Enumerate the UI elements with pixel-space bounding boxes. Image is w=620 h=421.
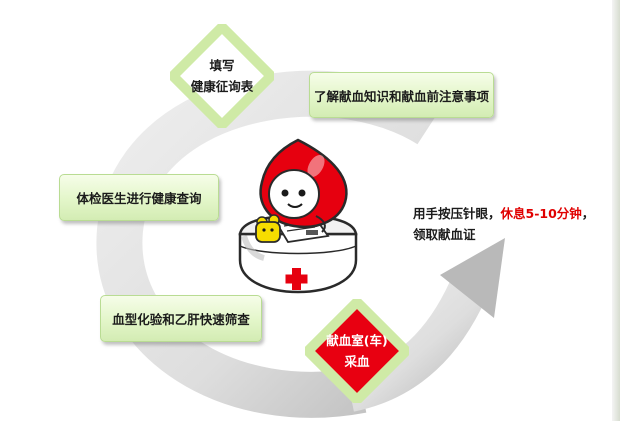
- right-edge-border: [612, 0, 620, 421]
- step-blood-test-label: 血型化验和乙肝快速筛查: [112, 312, 250, 327]
- step-collection: 献血室(车) 采血: [305, 299, 409, 403]
- final-note-part1: 用手按压针眼，: [413, 206, 501, 221]
- step-fill-form-line1: 填写: [209, 58, 235, 73]
- diamond-frame: [170, 24, 274, 128]
- final-note-part3: ，: [581, 206, 595, 221]
- step-exam-label: 体检医生进行健康查询: [76, 191, 202, 206]
- red-cross-icon: [285, 268, 308, 290]
- step-learn: 了解献血知识和献血前注意事项: [309, 72, 494, 118]
- step-learn-label: 了解献血知识和献血前注意事项: [313, 88, 489, 104]
- final-note-line2: 领取献血证: [413, 227, 476, 242]
- step-fill-form-line2: 健康征询表: [190, 79, 254, 94]
- step-collection-line1: 献血室(车): [326, 333, 388, 348]
- step-fill-form: 填写 健康征询表: [170, 24, 274, 128]
- step-collection-line2: 采血: [344, 354, 370, 369]
- blood-drop-mascot-icon: [238, 138, 358, 294]
- step-final-note: 用手按压针眼，休息5-10分钟， 领取献血证: [413, 203, 603, 245]
- step-exam: 体检医生进行健康查询: [59, 174, 219, 221]
- diamond-frame-red: [305, 299, 409, 403]
- final-note-rest-time: 休息5-10分钟: [500, 206, 582, 221]
- yellow-toy-icon: [255, 214, 281, 243]
- step-blood-test: 血型化验和乙肝快速筛查: [100, 295, 262, 342]
